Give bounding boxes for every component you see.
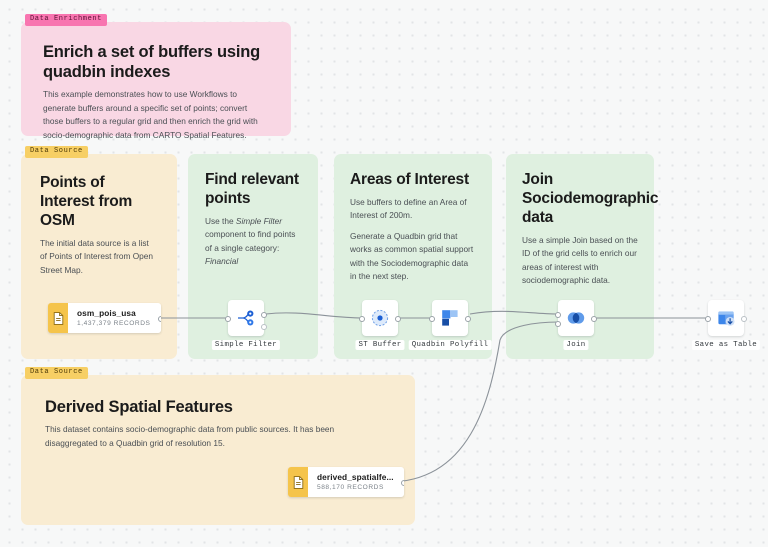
port-out[interactable] (395, 316, 401, 322)
panel-body-points-of-interest: The initial data source is a list of Poi… (40, 237, 153, 275)
file-icon (288, 467, 308, 497)
filter-branch-icon (238, 310, 254, 326)
port-in[interactable] (705, 316, 711, 322)
panel-body-join-sociodemographic: Use a simple Join based on the ID of the… (522, 234, 638, 286)
panel-title-areas-of-interest: Areas of Interest (350, 171, 469, 188)
panel-body-data-enrichment: This example demonstrates how to use Wor… (43, 89, 258, 140)
quadbin-squares-icon (442, 310, 458, 326)
panel-badge-data-enrichment: Data Enrichment (25, 14, 108, 26)
data-node-derived-spatialfe[interactable]: derived_spatialfe... 588,170 RECORDS (288, 467, 404, 497)
data-node-name: derived_spatialfe... (317, 471, 394, 482)
panel-derived-spatial-features[interactable]: Data Source Derived Spatial Features Thi… (21, 367, 415, 525)
body-emphasis-simple-filter: Simple Filter (235, 215, 283, 226)
port-in[interactable] (225, 316, 231, 322)
panel-title-find-relevant-points: Find relevant points (205, 171, 299, 207)
panel-body-derived-spatial-features: This dataset contains socio-demographic … (45, 424, 335, 448)
file-icon (48, 303, 68, 333)
port-out[interactable] (591, 316, 597, 322)
port-in[interactable] (429, 316, 435, 322)
body-pre: Use the (205, 215, 236, 226)
port-out[interactable] (157, 316, 161, 322)
body-emphasis-financial: Financial (205, 256, 239, 267)
workflow-node-quadbin-polyfill[interactable]: Quadbin Polyfill (408, 300, 492, 350)
node-box[interactable] (432, 300, 468, 336)
save-table-icon (718, 311, 735, 326)
data-node-info: osm_pois_usa 1,437,379 RECORDS (68, 303, 161, 333)
workflow-node-st-buffer[interactable]: ST Buffer (355, 300, 405, 350)
port-out[interactable] (400, 480, 404, 486)
data-node-osm-pois-usa[interactable]: osm_pois_usa 1,437,379 RECORDS (48, 303, 161, 333)
panel-title-join-sociodemographic: Join Sociodemographic data (522, 171, 659, 226)
panel-find-relevant-points[interactable]: Find relevant points Use the Simple Filt… (188, 154, 318, 359)
node-label-simple-filter: Simple Filter (211, 340, 281, 350)
node-label-st-buffer: ST Buffer (355, 340, 405, 350)
join-venn-icon (567, 312, 585, 324)
port-in-secondary[interactable] (555, 321, 561, 327)
port-out[interactable] (465, 316, 471, 322)
port-in[interactable] (359, 316, 365, 322)
data-node-name: osm_pois_usa (77, 307, 136, 318)
workflow-node-simple-filter[interactable]: Simple Filter (211, 300, 281, 350)
panel-areas-of-interest[interactable]: Areas of Interest Use buffers to define … (334, 154, 492, 359)
panel-badge-derived-spatial-features: Data Source (25, 367, 88, 379)
workflow-node-save-as-table[interactable]: Save as Table (691, 300, 761, 350)
panel-title-data-enrichment: Enrich a set of buffers using quadbin in… (43, 43, 260, 82)
node-box[interactable] (228, 300, 264, 336)
data-node-records: 588,170 RECORDS (317, 484, 384, 492)
node-box[interactable] (708, 300, 744, 336)
data-node-records: 1,437,379 RECORDS (77, 320, 151, 328)
node-label-join: Join (563, 340, 589, 350)
port-out-secondary[interactable] (261, 324, 267, 330)
panel-title-derived-spatial-features: Derived Spatial Features (45, 398, 233, 416)
node-box[interactable] (362, 300, 398, 336)
panel-body2-areas-of-interest: Generate a Quadbin grid that works as co… (350, 230, 474, 282)
panel-body-find-relevant-points: Use the Simple Filter component to find … (205, 215, 301, 269)
panel-data-enrichment[interactable]: Data Enrichment Enrich a set of buffers … (21, 14, 291, 140)
panel-body-areas-of-interest: Use buffers to define an Area of Interes… (350, 196, 467, 221)
buffer-circle-icon (371, 309, 389, 327)
node-box[interactable] (558, 300, 594, 336)
node-label-quadbin-polyfill: Quadbin Polyfill (408, 340, 492, 350)
port-in[interactable] (555, 312, 561, 318)
body-mid: component to find points of a single cat… (205, 229, 296, 253)
port-out[interactable] (261, 312, 267, 318)
workflow-node-join[interactable]: Join (555, 300, 597, 350)
port-out[interactable] (741, 316, 747, 322)
data-node-info: derived_spatialfe... 588,170 RECORDS (308, 467, 404, 497)
panel-title-points-of-interest: Points of Interest from OSM (40, 174, 133, 229)
panel-badge-points-of-interest: Data Source (25, 146, 88, 158)
node-label-save-as-table: Save as Table (691, 340, 761, 350)
